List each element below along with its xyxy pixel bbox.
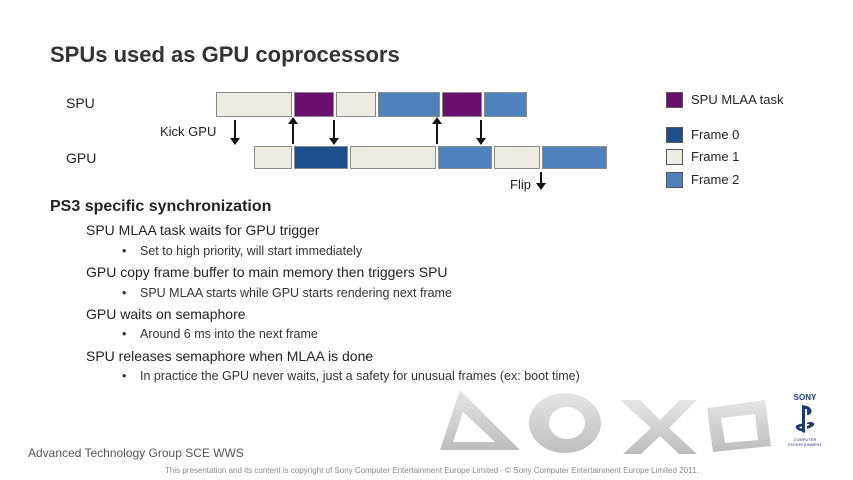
spu-mlaa-task-block xyxy=(442,92,482,117)
sync-point: SPU releases semaphore when MLAA is done xyxy=(86,348,374,364)
ps-logo-icon xyxy=(795,405,815,433)
trigger-spu-arrow xyxy=(288,117,298,144)
legend-swatch xyxy=(666,172,683,188)
bullet: • xyxy=(122,369,127,383)
flip-label: Flip xyxy=(510,177,531,192)
release-semaphore-arrow xyxy=(329,120,339,145)
spu-frame1-block xyxy=(336,92,376,117)
legend-swatch xyxy=(666,92,683,108)
gpu-frame2-block xyxy=(542,146,607,169)
spu-frame2-block xyxy=(378,92,440,117)
legend-swatch xyxy=(666,127,683,143)
sync-subpoint-text: Set to high priority, will start immedia… xyxy=(140,244,363,258)
gpu-lane-label: GPU xyxy=(66,150,97,166)
gpu-frame1-block xyxy=(254,146,292,169)
circle-hole xyxy=(549,407,585,439)
bullet: • xyxy=(122,286,127,300)
gpu-frame1-block xyxy=(350,146,436,169)
kick-gpu-arrow xyxy=(230,120,240,145)
square-shape-icon xyxy=(707,400,771,452)
legend-label: Frame 2 xyxy=(691,172,740,187)
sync-point: SPU MLAA task waits for GPU trigger xyxy=(86,222,320,238)
cross-shape-icon xyxy=(620,400,697,454)
sony-computer-entertainment-logo: SONY COMPUTER ENTERTAINMENT xyxy=(787,393,823,447)
spu-frame1-block xyxy=(216,92,292,117)
footer-group-name: Advanced Technology Group SCE WWS xyxy=(28,446,244,460)
logo-text: SONY xyxy=(793,393,817,402)
gpu-frame0-block xyxy=(294,146,348,169)
legend-label: Frame 0 xyxy=(691,127,740,142)
sync-subpoint: • Around 6 ms into the next frame xyxy=(122,327,318,341)
gpu-frame1-block xyxy=(494,146,540,169)
sync-subpoint: • SPU MLAA starts while GPU starts render… xyxy=(122,286,452,300)
sync-heading: PS3 specific synchronization xyxy=(50,198,272,215)
bullet: • xyxy=(122,327,127,341)
sync-point: GPU copy frame buffer to main memory the… xyxy=(86,264,448,280)
sync-subpoint-text: In practice the GPU never waits, just a … xyxy=(140,369,580,383)
sync-subpoint-text: SPU MLAA starts while GPU starts renderi… xyxy=(140,286,452,300)
legend-label: Frame 1 xyxy=(691,149,740,164)
spu-lane-label: SPU xyxy=(66,95,95,111)
logo-subtext: COMPUTER ENTERTAINMENT xyxy=(788,437,822,447)
sync-point: GPU waits on semaphore xyxy=(86,306,246,322)
triangle-shape-icon xyxy=(440,390,520,450)
gpu-frame2-block xyxy=(438,146,492,169)
sync-subpoint: • In practice the GPU never waits, just a… xyxy=(122,369,580,383)
footer-copyright: This presentation and its content is cop… xyxy=(165,466,699,475)
release-semaphore-arrow xyxy=(476,120,486,145)
sync-subpoint: • Set to high priority, will start immedi… xyxy=(122,244,362,258)
trigger-spu-arrow xyxy=(432,117,442,144)
slide-title: SPUs used as GPU coprocessors xyxy=(50,42,400,67)
flip-arrow xyxy=(536,172,546,190)
bullet: • xyxy=(122,244,127,258)
sync-subpoint-text: Around 6 ms into the next frame xyxy=(140,327,318,341)
spu-frame2-block xyxy=(484,92,527,117)
spu-mlaa-task-block xyxy=(294,92,334,117)
playstation-shapes-decoration xyxy=(440,390,771,454)
kick-gpu-label: Kick GPU xyxy=(160,124,217,139)
legend-swatch xyxy=(666,149,683,165)
legend-label: SPU MLAA task xyxy=(691,92,784,107)
